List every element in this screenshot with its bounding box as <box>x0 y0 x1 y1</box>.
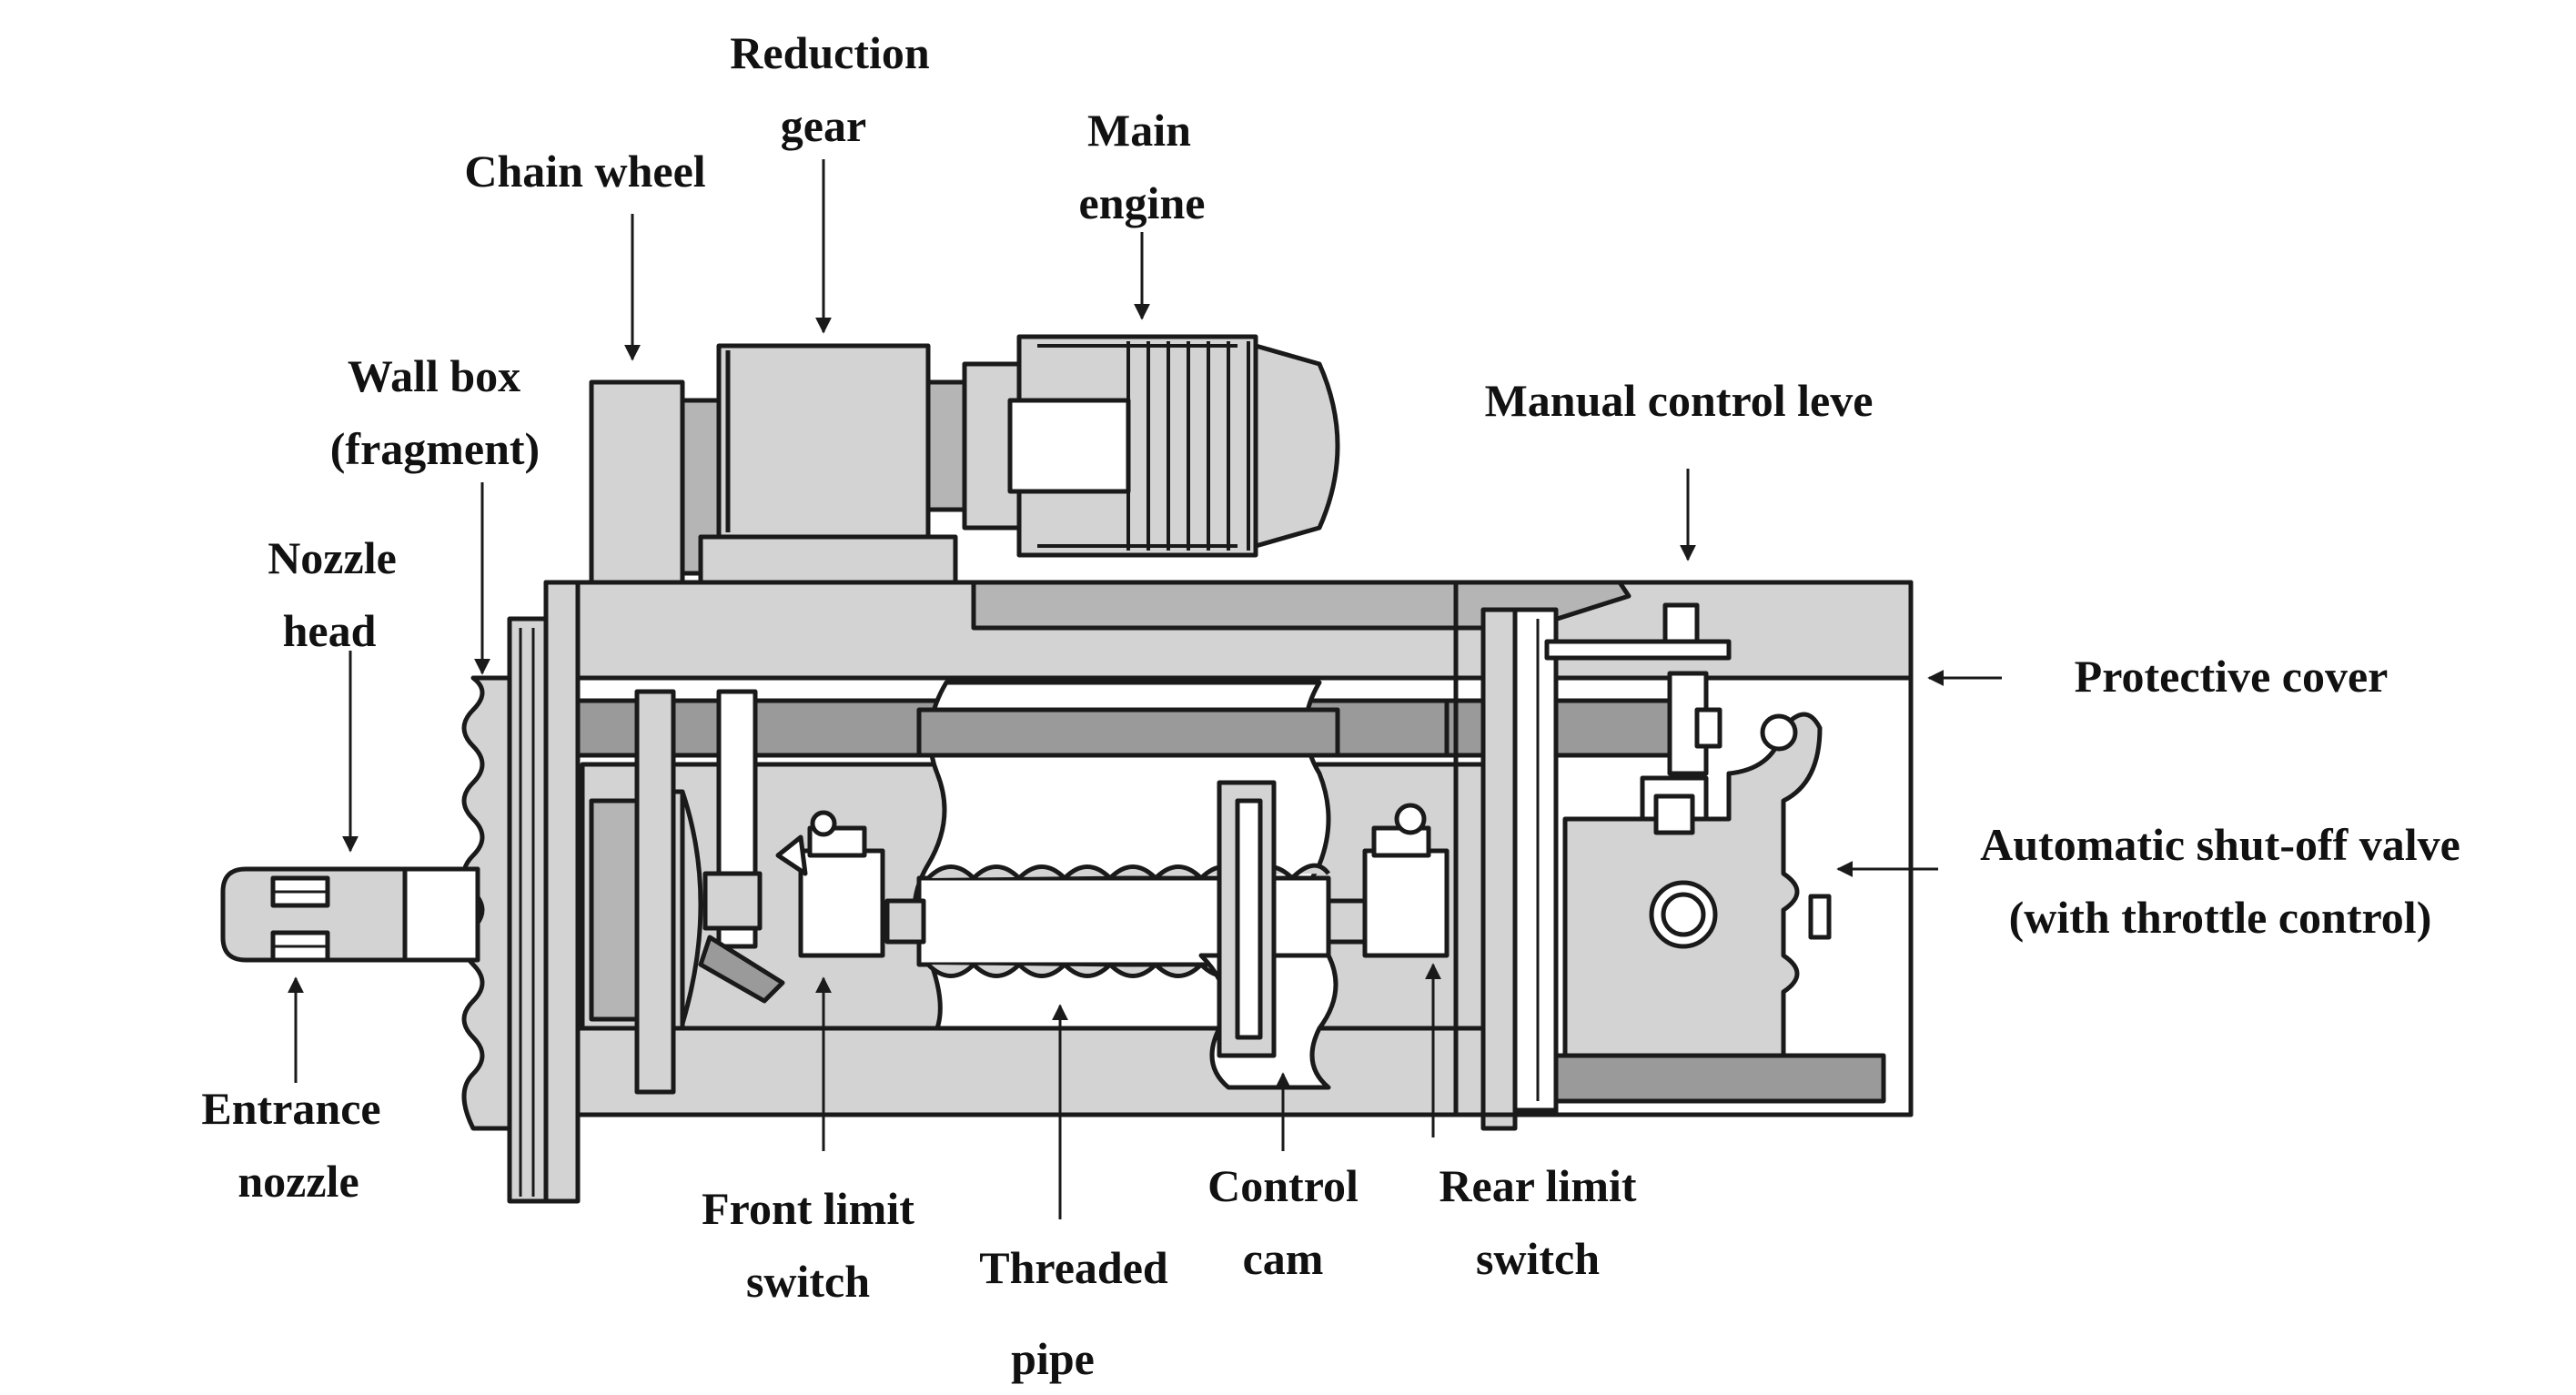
label-entrance-nozzle-line1: Entrance <box>201 1083 380 1134</box>
label-threaded-pipe-line2: pipe <box>1011 1333 1095 1384</box>
leader-arrows <box>288 159 2002 1219</box>
label-rear-limit-line2: switch <box>1476 1233 1600 1284</box>
labels: Reduction gear Main engine Chain wheel W… <box>201 27 2460 1384</box>
label-shutoff-valve-line2: (with throttle control) <box>2009 892 2432 943</box>
machine-drawing <box>220 334 1914 1204</box>
rear-frame <box>1480 607 1559 1131</box>
label-control-cam-line2: cam <box>1243 1233 1324 1284</box>
label-main-engine-line2: engine <box>1079 177 1206 228</box>
wall-box <box>461 580 581 1204</box>
manual-control-lever <box>1544 602 1732 776</box>
label-control-cam-line1: Control <box>1207 1160 1359 1211</box>
lance-pipe <box>398 866 480 963</box>
label-front-limit-line2: switch <box>746 1256 870 1307</box>
front-limit-switch-shape <box>775 810 885 958</box>
label-nozzle-head-line2: head <box>283 605 377 656</box>
label-rear-limit-line1: Rear limit <box>1439 1160 1636 1211</box>
label-shutoff-valve-line1: Automatic shut-off valve <box>1980 819 2460 870</box>
main-engine <box>925 334 1340 558</box>
label-reduction-gear-line2: gear <box>781 100 866 151</box>
control-cam-shape <box>1198 780 1339 1090</box>
label-protective-cover: Protective cover <box>2075 651 2389 702</box>
protective-cover-outline <box>1453 580 1914 1117</box>
nozzle-head <box>220 866 408 963</box>
label-threaded-pipe-line1: Threaded <box>979 1242 1168 1293</box>
label-nozzle-head-line1: Nozzle <box>268 532 397 583</box>
label-reduction-gear-line1: Reduction <box>730 27 930 78</box>
drive-sprocket <box>589 689 785 1095</box>
shutoff-valve-shape <box>1553 712 1886 1104</box>
label-manual-control: Manual control leve <box>1485 375 1874 426</box>
label-wall-box-line1: Wall box <box>348 350 520 401</box>
label-wall-box-line2: (fragment) <box>330 423 540 474</box>
chain-wheel <box>589 379 722 590</box>
reduction-gear <box>698 343 958 585</box>
rear-limit-switch-shape <box>1362 803 1450 958</box>
label-main-engine-line1: Main <box>1087 105 1191 156</box>
label-front-limit-line1: Front limit <box>702 1183 914 1234</box>
label-chain-wheel: Chain wheel <box>464 146 705 197</box>
label-entrance-nozzle-line2: nozzle <box>237 1156 359 1207</box>
